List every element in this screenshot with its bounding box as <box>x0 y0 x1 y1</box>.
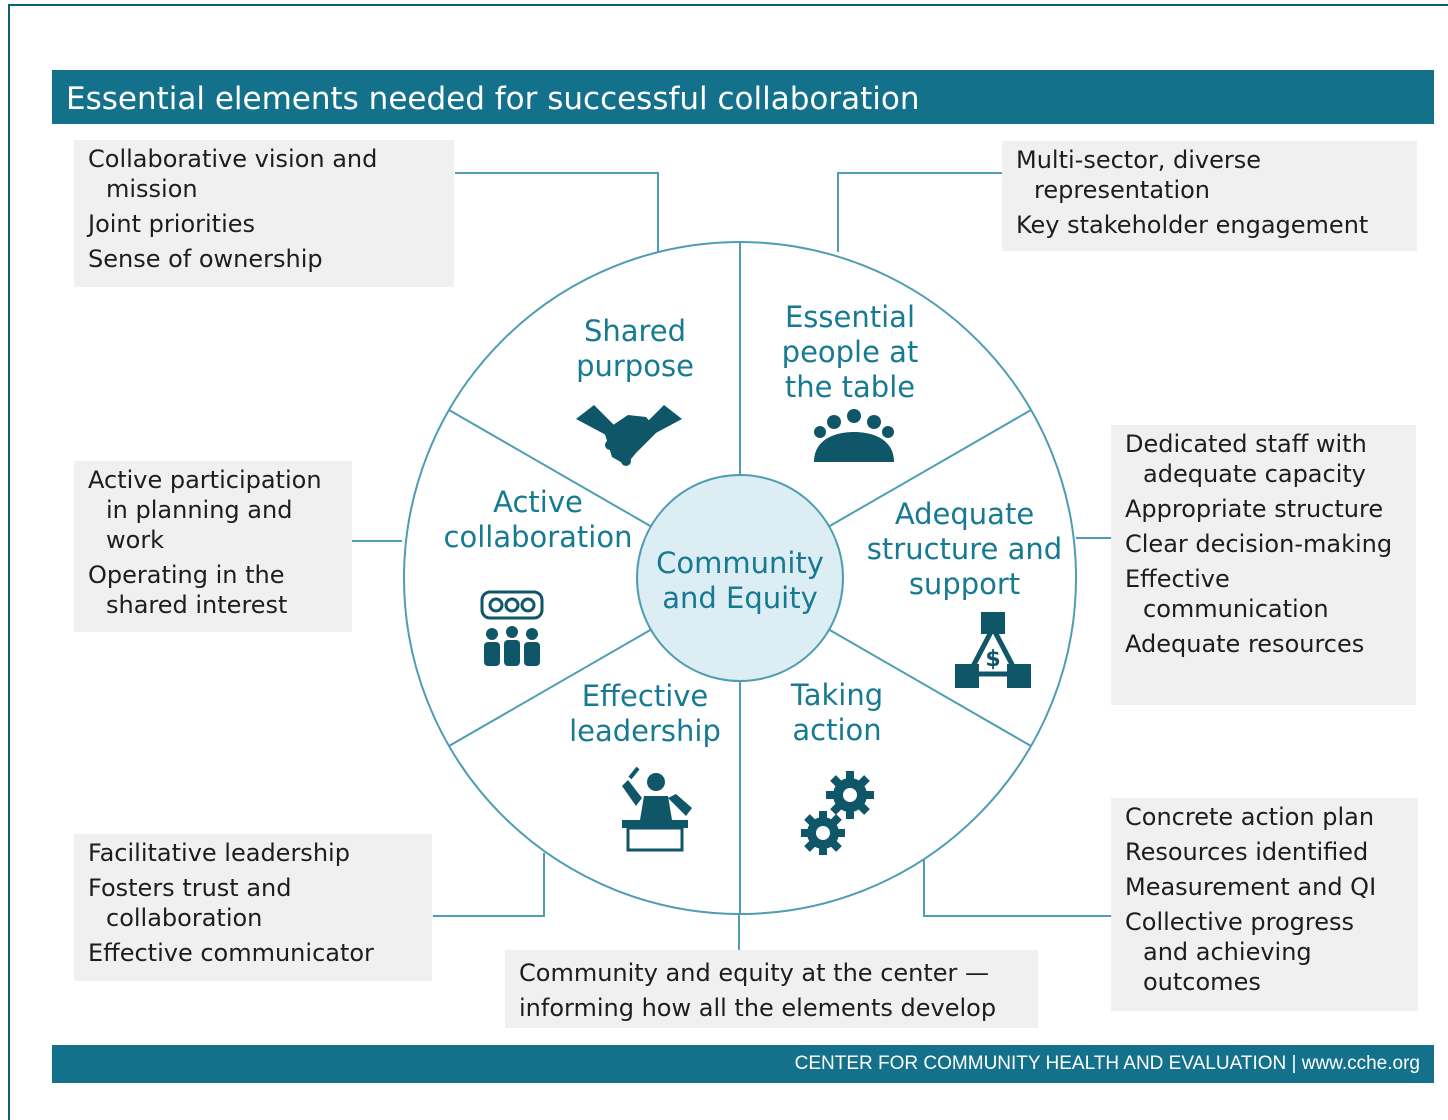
box-essential-people: Multi-sector, diverse representation Key… <box>1002 141 1417 251</box>
footer-credit: CENTER FOR COMMUNITY HEALTH AND EVALUATI… <box>794 1053 1420 1074</box>
segment-line: action <box>792 713 882 747</box>
hub-label: Community and Equity <box>640 546 840 616</box>
segment-label-active-collaboration: Active collaboration <box>440 485 636 555</box>
spoke-upper-left <box>448 409 653 528</box>
segment-label-shared-purpose: Shared purpose <box>560 314 710 384</box>
connector-taking-action <box>923 856 1140 917</box>
box-item: Multi-sector, diverse representation <box>1016 146 1262 204</box>
image-frame <box>8 4 1448 1120</box>
segment-label-effective-leadership: Effective leadership <box>560 679 730 749</box>
connector-effective-leadership <box>433 853 545 917</box>
box-item: Resources identified <box>1125 838 1369 866</box>
segment-label-adequate-structure: Adequate structure and support <box>862 497 1067 602</box>
wheel-spokes <box>448 242 1032 914</box>
header-bar <box>52 70 1434 124</box>
box-item: Sense of ownership <box>88 245 323 273</box>
box-item: Appropriate structure <box>1125 495 1384 523</box>
people-at-table-icon <box>814 409 894 462</box>
spoke-lower-right <box>827 628 1032 747</box>
segment-line: Shared <box>583 314 687 348</box>
box-item: Collective progress and achieving outcom… <box>1125 908 1355 996</box>
box-item: Effective communicator <box>88 939 374 967</box>
box-taking-action: Concrete action plan Resources identifie… <box>1111 798 1418 1011</box>
box-item: Facilitative leadership <box>88 839 350 867</box>
box-item: Collaborative vision and mission <box>88 145 378 203</box>
segment-line: leadership <box>569 714 721 748</box>
box-item: Clear decision-making <box>1125 530 1393 558</box>
segment-line: Taking <box>790 678 884 712</box>
dollar-structure-icon: $ <box>955 612 1031 688</box>
spoke-upper-right <box>827 409 1032 528</box>
center-note-line: Community and equity at the center — <box>519 959 990 987</box>
box-item: Active participation in planning and wor… <box>88 466 322 554</box>
segment-line: purpose <box>576 349 694 383</box>
segment-line: Essential <box>784 300 916 334</box>
segment-line: support <box>908 567 1021 601</box>
handshake-icon <box>576 405 682 466</box>
connector-essential-people <box>837 172 1003 252</box>
segment-label-taking-action: Taking action <box>762 678 912 748</box>
team-gears-icon <box>480 590 544 666</box>
segment-line: structure and <box>866 532 1063 566</box>
box-shared-purpose: Collaborative vision and mission Joint p… <box>74 140 454 287</box>
hub-line: Community <box>656 546 824 580</box>
box-item: Measurement and QI <box>1125 873 1377 901</box>
segment-line: the table <box>784 370 916 404</box>
box-item: Joint priorities <box>88 210 256 238</box>
svg-text:$: $ <box>985 647 1000 672</box>
spoke-lower-left <box>448 628 653 747</box>
segment-line: collaboration <box>443 520 633 554</box>
hub-line: and Equity <box>662 581 818 615</box>
box-item: Concrete action plan <box>1125 803 1375 831</box>
box-adequate-structure: Dedicated staff with adequate capacity A… <box>1111 425 1416 705</box>
page-title: Essential elements needed for successful… <box>66 81 920 117</box>
segment-line: Effective <box>581 679 709 713</box>
connector-lines <box>352 172 1140 950</box>
box-active-collaboration: Active participation in planning and wor… <box>74 461 352 632</box>
segment-line: Adequate <box>894 497 1035 531</box>
box-item: Operating in the shared interest <box>88 561 288 619</box>
segment-label-essential-people: Essential people at the table <box>770 300 930 405</box>
footer-bar <box>52 1045 1434 1083</box>
center-note-box: Community and equity at the center — inf… <box>505 950 1038 1028</box>
gears-icon <box>801 771 874 855</box>
box-item: Key stakeholder engagement <box>1016 211 1369 239</box>
center-note-line: informing how all the elements develop <box>519 994 997 1022</box>
hub-circle <box>636 474 844 682</box>
segment-line: Active <box>493 485 583 519</box>
box-item: Effective communication <box>1125 565 1329 623</box>
box-item: Dedicated staff with adequate capacity <box>1125 430 1367 488</box>
box-item: Fosters trust and collaboration <box>88 874 292 932</box>
box-item: Adequate resources <box>1125 630 1365 658</box>
segment-line: people at <box>781 335 919 369</box>
connector-shared-purpose <box>455 172 659 252</box>
box-effective-leadership: Facilitative leadership Fosters trust an… <box>74 834 432 981</box>
leader-podium-icon <box>622 766 692 852</box>
